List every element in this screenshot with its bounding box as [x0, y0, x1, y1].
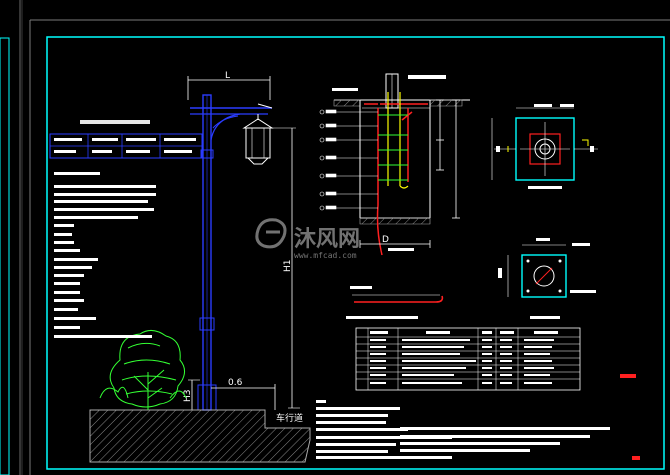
red-marker-small	[632, 456, 640, 460]
watermark: 沐风网 www.mfcad.com	[255, 218, 360, 260]
watermark-logo-icon	[255, 218, 287, 249]
ground-section: 车行道	[89, 409, 311, 463]
dimension-width-label: L	[225, 71, 230, 81]
lamp-elevation: L	[89, 71, 311, 463]
anchor-bolt-detail	[346, 286, 444, 319]
flange-plan	[498, 238, 596, 298]
dimension-footing: H3	[183, 379, 200, 410]
spec-table	[49, 120, 203, 159]
foundation-section: D	[319, 73, 470, 256]
design-notes	[54, 172, 156, 338]
bottom-notes	[316, 400, 610, 459]
dimension-bottom-label: D	[382, 235, 389, 245]
red-marker	[620, 374, 636, 378]
left-sheet-edges	[0, 0, 23, 475]
drawing-frame	[29, 19, 670, 475]
dimension-height-label: H1	[283, 260, 293, 273]
dimension-footing-label: H3	[183, 390, 193, 403]
watermark-text: 沐风网	[294, 227, 360, 252]
material-table	[355, 316, 581, 391]
tree-icon	[99, 330, 187, 410]
dimension-width: L	[187, 71, 271, 100]
dimension-height: H1	[262, 127, 300, 409]
dimension-offset: 0.6	[211, 378, 276, 410]
dimension-offset-label: 0.6	[228, 378, 243, 388]
watermark-url: www.mfcad.com	[294, 251, 357, 260]
lamp-arm	[190, 103, 273, 141]
road-label: 车行道	[276, 412, 303, 424]
lantern-icon	[242, 114, 274, 165]
foundation-plan-top	[491, 104, 598, 189]
